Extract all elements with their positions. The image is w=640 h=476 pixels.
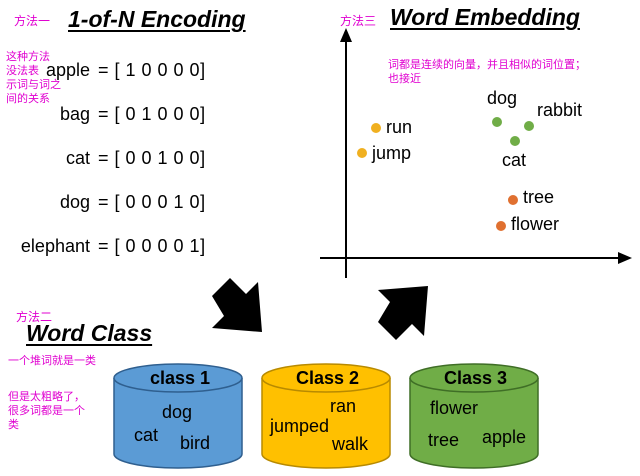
point-tree: [508, 195, 518, 205]
method3-note-line: 词都是连续的向量，并且相似的词位置；: [388, 58, 586, 71]
class2-word-ran: ran: [330, 396, 357, 416]
class1-word-cat: cat: [134, 425, 159, 445]
point-rabbit: [524, 121, 534, 131]
method1-note-line: 这种方法: [6, 50, 50, 63]
class3-cylinder: [409, 363, 539, 469]
method2-note2-line: 很多词都是一个: [8, 404, 85, 417]
method2-note2-line: 类: [8, 418, 19, 431]
class3-word-tree: tree: [428, 430, 460, 450]
label-rabbit: rabbit: [537, 100, 583, 120]
encoding-vector-cat: = [ 0 0 1 0 0]: [98, 148, 206, 168]
label-jump: jump: [372, 143, 412, 163]
arrow-up-right: [378, 286, 428, 340]
method2-note2-line: 但是太粗略了，: [8, 390, 85, 403]
encoding-word-elephant: elephant: [20, 236, 90, 256]
encoding-vector-apple: = [ 1 0 0 0 0]: [98, 60, 206, 80]
label-flower: flower: [511, 214, 560, 234]
method1-note-line: 示词与词之: [6, 78, 61, 91]
class3-title: Class 3: [444, 368, 508, 388]
label-run: run: [386, 117, 413, 137]
method1-note-line: 间的关系: [6, 92, 50, 105]
encoding-vector-bag: = [ 0 1 0 0 0]: [98, 104, 206, 124]
label-dog: dog: [487, 88, 518, 108]
class2-cylinder: [261, 363, 391, 469]
encoding-word-cat: cat: [65, 148, 90, 168]
x-axis-arrowhead: [618, 252, 632, 264]
method1-title: 1-of-N Encoding: [68, 6, 246, 32]
point-run: [371, 123, 381, 133]
class2-title: Class 2: [296, 368, 360, 388]
method1-tag: 方法一: [14, 14, 51, 28]
class1-word-bird: bird: [180, 433, 211, 453]
class1-title: class 1: [150, 368, 211, 388]
class2-word-walk: walk: [332, 434, 369, 454]
point-cat: [510, 136, 520, 146]
method1-note-line: 没法表: [6, 64, 39, 77]
method3-note-line: 也接近: [388, 72, 421, 85]
point-jump: [357, 148, 367, 158]
arrow-down-right: [212, 278, 262, 332]
class3-word-flower: flower: [430, 398, 479, 418]
method3-title: Word Embedding: [390, 4, 580, 30]
encoding-vector-dog: = [ 0 0 0 1 0]: [98, 192, 206, 212]
method3-tag: 方法三: [340, 14, 377, 28]
y-axis-arrowhead: [340, 28, 352, 42]
method2-title: Word Class: [26, 320, 153, 346]
encoding-vector-elephant: = [ 0 0 0 0 1]: [98, 236, 206, 256]
method2-tag: 方法二: [16, 310, 53, 324]
label-cat: cat: [502, 150, 527, 170]
class1-word-dog: dog: [162, 402, 193, 422]
method1-note: 这种方法 没法表 示词与词之 间的关系: [6, 50, 61, 106]
method3-note: 词都是连续的向量，并且相似的词位置； 也接近: [388, 58, 586, 86]
point-dog: [492, 117, 502, 127]
method2-note1: 一个堆词就是一类: [8, 354, 96, 367]
point-flower: [496, 221, 506, 231]
method2-note2: 但是太粗略了， 很多词都是一个 类: [8, 390, 85, 432]
encoding-word-apple: apple: [45, 60, 90, 80]
encoding-word-bag: bag: [59, 104, 90, 124]
encoding-word-dog: dog: [59, 192, 90, 212]
class2-word-jumped: jumped: [270, 416, 330, 436]
class1-cylinder: [113, 363, 243, 469]
label-tree: tree: [523, 187, 555, 207]
class3-word-apple: apple: [482, 427, 527, 447]
